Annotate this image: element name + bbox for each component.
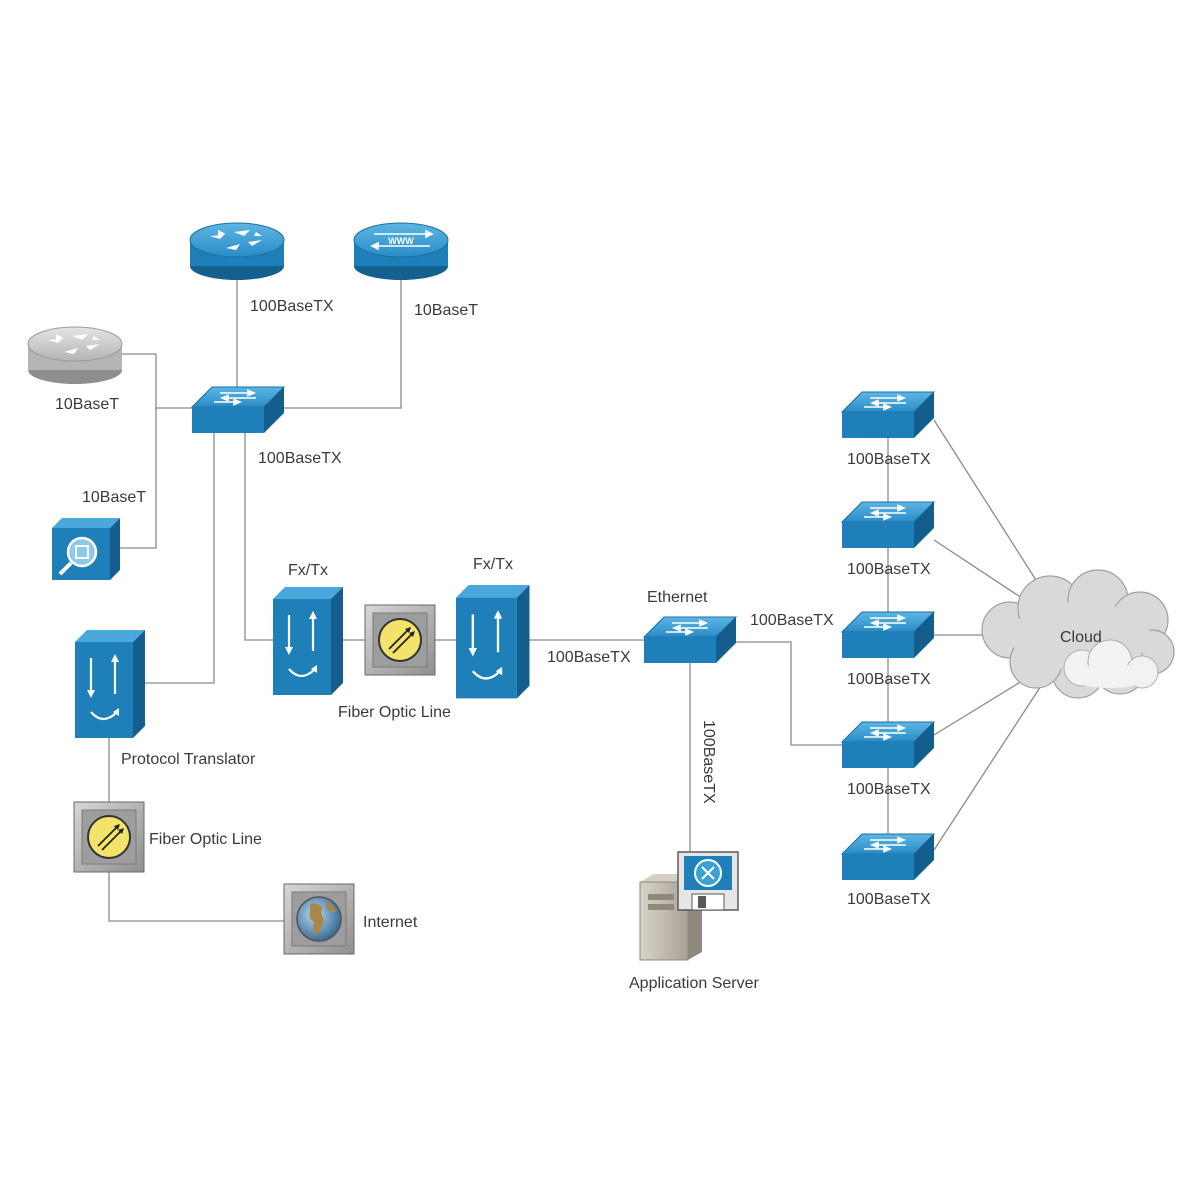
fiber-optic-left-label: Fiber Optic Line [149, 831, 262, 848]
labels: 100BaseTX 10BaseT 10BaseT 100BaseTX 10Ba… [55, 298, 1102, 992]
connections [108, 275, 1051, 922]
main-switch-speed-label: 100BaseTX [258, 450, 342, 467]
main-switch-icon[interactable] [191, 386, 285, 434]
stack-switch-3-icon[interactable] [841, 611, 935, 659]
router-icon[interactable] [189, 222, 285, 280]
server-link-label: 100BaseTX [700, 720, 717, 804]
protocol-translator-icon[interactable] [73, 628, 147, 740]
fiber-optic-left-icon[interactable] [73, 801, 145, 873]
application-server-label: Application Server [629, 975, 760, 992]
grey-router-icon[interactable] [27, 326, 123, 384]
monitor-speed-label: 10BaseT [82, 489, 146, 506]
grey-router-speed-label: 10BaseT [55, 396, 119, 413]
cloud-label: Cloud [1060, 629, 1102, 646]
stack-switch-4-icon[interactable] [841, 721, 935, 769]
link-cloud-5 [933, 671, 1051, 851]
stack-switch-5-label: 100BaseTX [847, 891, 931, 908]
ethernet-switch-icon[interactable] [643, 616, 737, 664]
router-speed-label: 100BaseTX [250, 298, 334, 315]
link-switch-fxtx [244, 432, 275, 641]
link-fiber-internet [108, 872, 285, 922]
fxtx-left-icon[interactable] [271, 585, 345, 697]
link-grey-router-switch [118, 353, 195, 409]
stack-switch-1-label: 100BaseTX [847, 451, 931, 468]
stack-switch-1-icon[interactable] [841, 391, 935, 439]
link-to-ethernet-label: 100BaseTX [547, 649, 631, 666]
cloud-icon[interactable] [981, 569, 1175, 699]
stack-switch-4-label: 100BaseTX [847, 781, 931, 798]
fiber-optic-middle-icon[interactable] [364, 604, 436, 676]
ethernet-switch-label: Ethernet [647, 589, 708, 606]
link-ethernet-switches [736, 641, 843, 746]
protocol-translator-label: Protocol Translator [121, 751, 256, 768]
fxtx-left-label: Fx/Tx [288, 562, 328, 579]
fxtx-right-label: Fx/Tx [473, 556, 513, 573]
link-switch-translator [142, 432, 215, 684]
stack-switch-5-icon[interactable] [841, 833, 935, 881]
stack-switch-2-label: 100BaseTX [847, 561, 931, 578]
www-router-icon[interactable]: WWW [353, 222, 449, 280]
stack-switch-2-icon[interactable] [841, 501, 935, 549]
link-www-switch [278, 275, 402, 409]
link-monitor-switch [120, 408, 157, 549]
fiber-optic-middle-label: Fiber Optic Line [338, 704, 451, 721]
www-router-speed-label: 10BaseT [414, 302, 478, 319]
internet-label: Internet [363, 914, 418, 931]
svg-text:WWW: WWW [388, 236, 414, 246]
link-cloud-1 [933, 419, 1051, 603]
ethernet-to-switches-label: 100BaseTX [750, 612, 834, 629]
fxtx-right-icon[interactable] [454, 583, 531, 700]
globe-icon[interactable] [283, 883, 355, 955]
network-analyzer-icon[interactable] [52, 518, 120, 580]
stack-switch-3-label: 100BaseTX [847, 671, 931, 688]
application-server-icon[interactable] [639, 851, 739, 961]
